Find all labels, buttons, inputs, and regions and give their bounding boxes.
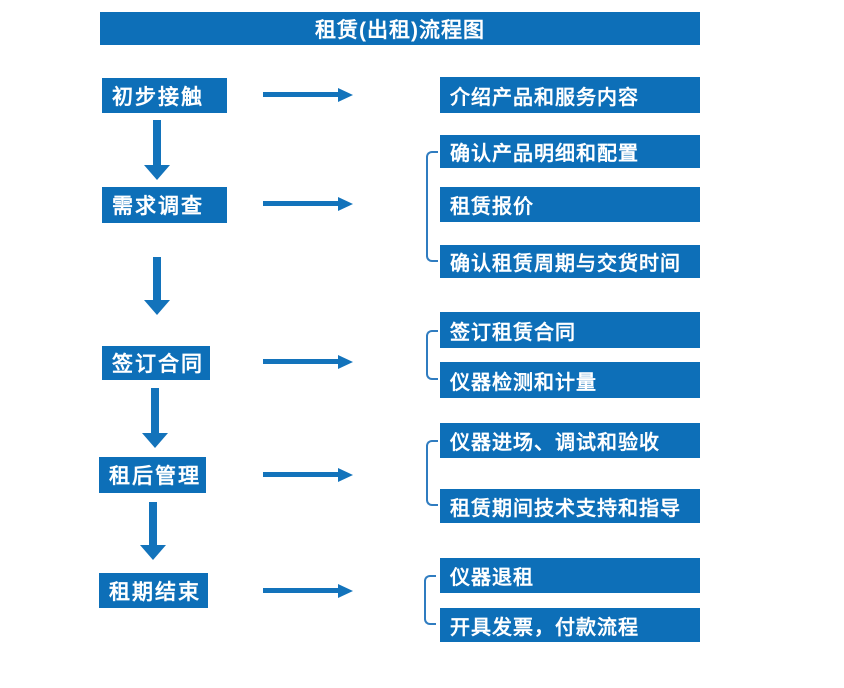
diagram-title: 租赁(出租)流程图 (100, 12, 700, 45)
detail-box-instrument-testing: 仪器检测和计量 (440, 362, 700, 398)
group-bracket (424, 575, 436, 625)
detail-box-instrument-return: 仪器退租 (440, 558, 700, 593)
down-arrow-icon (142, 388, 168, 448)
detail-box-instrument-setup-acceptance: 仪器进场、调试和验收 (440, 423, 700, 458)
detail-box-invoice-payment: 开具发票，付款流程 (440, 608, 700, 642)
step-box-post-rental-management: 租后管理 (99, 457, 206, 493)
down-arrow-icon (144, 120, 170, 180)
group-bracket (426, 151, 438, 262)
step-box-demand-survey: 需求调查 (102, 187, 227, 223)
group-bracket (426, 330, 438, 380)
detail-box-confirm-product-config: 确认产品明细和配置 (440, 135, 700, 168)
step-box-initial-contact: 初步接触 (102, 78, 227, 113)
right-arrow-icon (263, 468, 353, 482)
detail-box-introduce-products: 介绍产品和服务内容 (440, 77, 700, 113)
step-box-sign-contract: 签订合同 (102, 346, 210, 380)
down-arrow-icon (140, 502, 166, 560)
group-bracket (426, 440, 438, 506)
step-box-rental-end: 租期结束 (99, 573, 208, 608)
down-arrow-icon (144, 257, 170, 315)
detail-box-sign-rental-contract: 签订租赁合同 (440, 312, 700, 348)
detail-box-tech-support: 租赁期间技术支持和指导 (440, 489, 700, 523)
right-arrow-icon (263, 197, 353, 211)
detail-box-rental-quote: 租赁报价 (440, 187, 700, 222)
detail-box-confirm-period-delivery: 确认租赁周期与交货时间 (440, 245, 700, 278)
right-arrow-icon (263, 355, 353, 369)
right-arrow-icon (263, 88, 353, 102)
right-arrow-icon (263, 584, 353, 598)
